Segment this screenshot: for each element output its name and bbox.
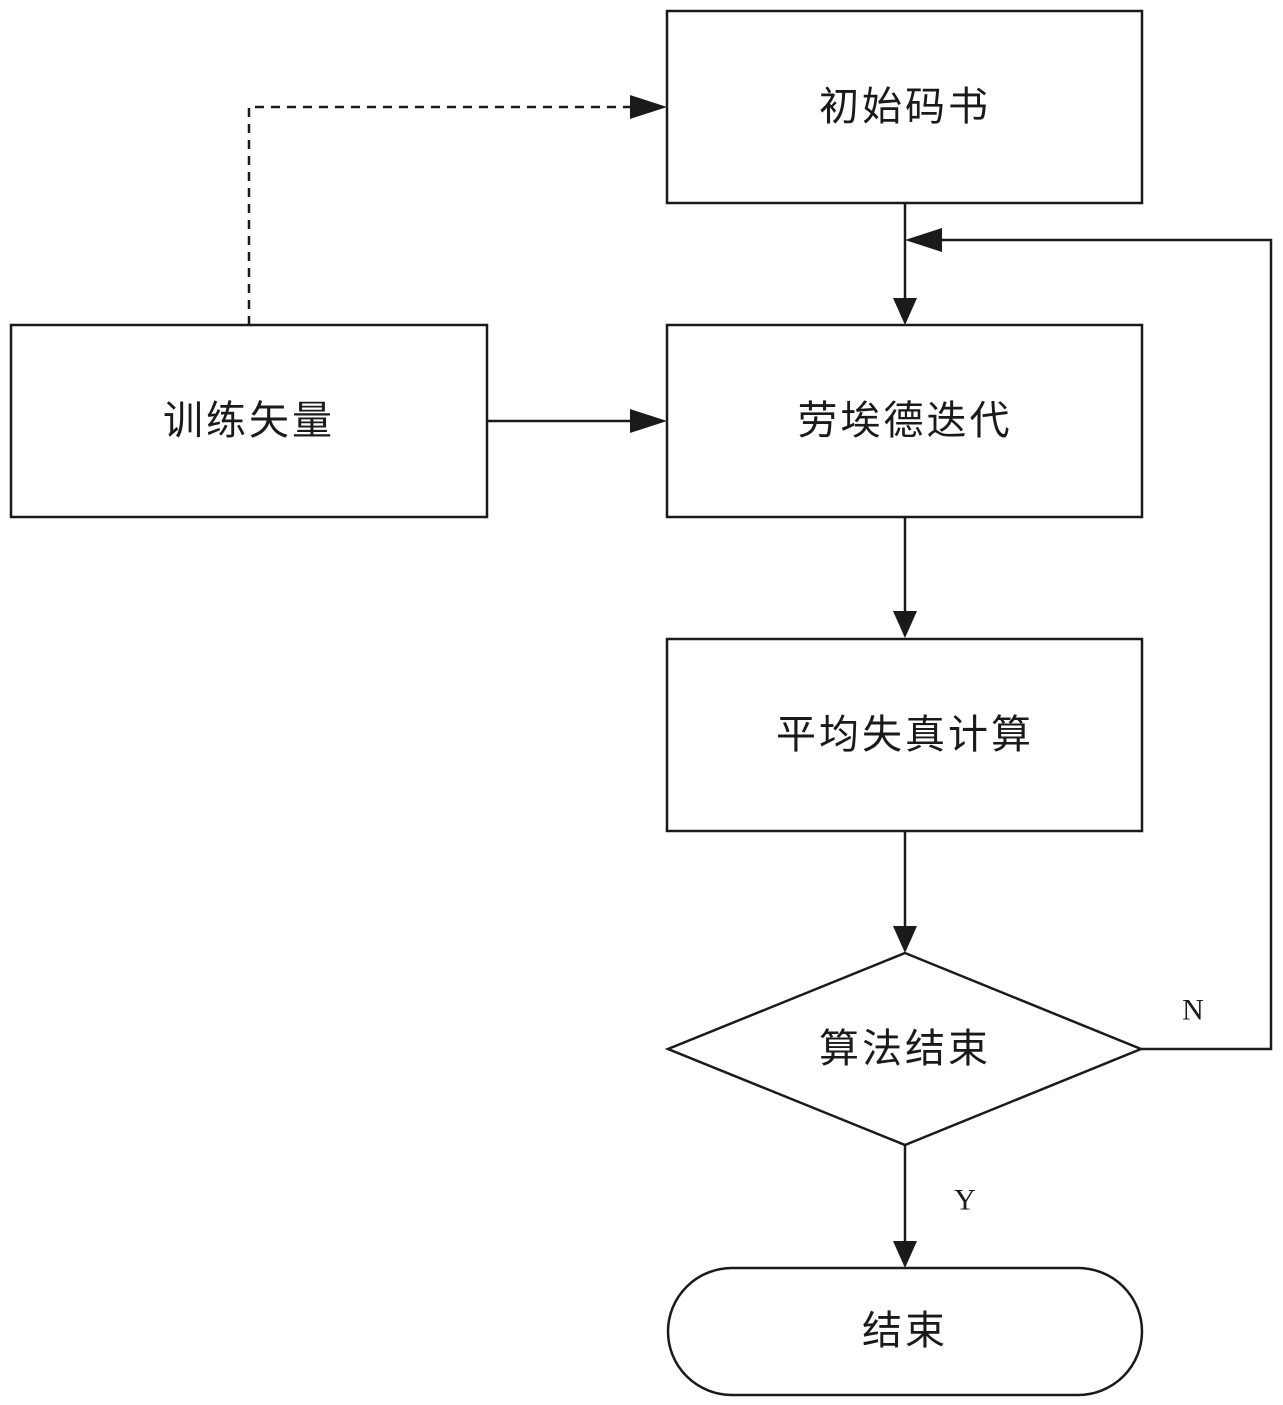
edge-label-yes: Y xyxy=(954,1184,976,1217)
arrowhead-codebook-to-lloyd xyxy=(893,298,917,325)
edge-training-to-codebook xyxy=(249,107,640,325)
arrowhead-decision-yes-to-end xyxy=(893,1241,917,1268)
edge-label-no: N xyxy=(1182,994,1204,1027)
node-lloyd-iteration-label: 劳埃德迭代 xyxy=(798,398,1013,444)
node-initial-codebook-label: 初始码书 xyxy=(819,84,991,130)
node-training-vectors-label: 训练矢量 xyxy=(163,398,335,444)
arrowhead-lloyd-to-distortion xyxy=(893,611,917,638)
arrowhead-decision-no-loop xyxy=(905,228,942,252)
node-algorithm-end-decision-label: 算法结束 xyxy=(819,1026,991,1072)
arrowhead-distortion-to-decision xyxy=(893,926,917,953)
node-end-terminator-label: 结束 xyxy=(862,1308,948,1354)
arrowhead-training-to-lloyd xyxy=(630,409,667,433)
node-avg-distortion-label: 平均失真计算 xyxy=(776,712,1034,758)
arrowhead-training-to-codebook xyxy=(630,95,667,119)
